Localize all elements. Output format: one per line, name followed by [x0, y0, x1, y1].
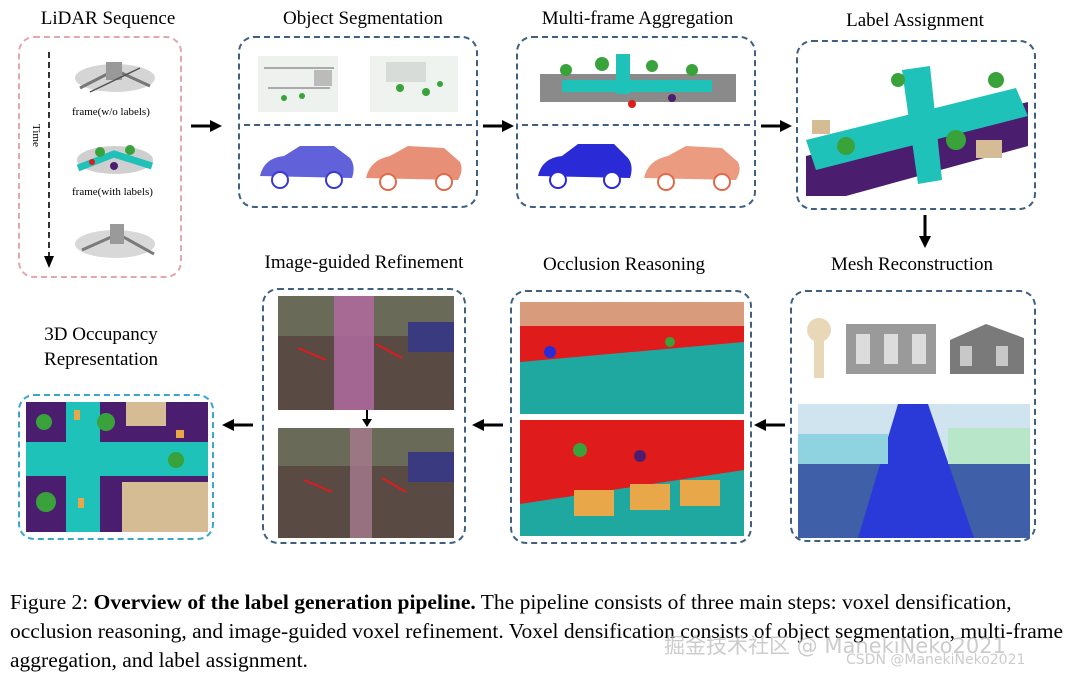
lidar-sequence-panel: Time frame(w/o labels) frame(with labels…	[18, 36, 182, 278]
occlusion-reasoning-panel	[510, 290, 752, 544]
occupancy-scene	[26, 402, 208, 532]
segmentation-car-blue	[260, 146, 354, 189]
occupancy-panel	[18, 394, 214, 540]
occupancy-title-line1: 3D Occupancy	[44, 324, 158, 345]
occlusion-scene-1	[520, 302, 744, 414]
occlusion-reasoning-title: Occlusion Reasoning	[542, 254, 705, 275]
multi-frame-aggregation-title: Multi-frame Aggregation	[541, 8, 734, 29]
aggregation-scene	[540, 54, 736, 108]
watermark-csdn: CSDN @ManekiNeko2021	[846, 652, 1026, 668]
image-guided-refinement-panel	[262, 288, 466, 544]
refinement-image-after	[278, 428, 454, 538]
multi-frame-aggregation-panel	[516, 36, 756, 208]
time-label: Time	[30, 124, 42, 147]
arrow-right-icon	[761, 120, 792, 132]
arrow-left-icon	[222, 419, 253, 431]
label-assignment-title: Label Assignment	[846, 10, 984, 31]
figure-caption: Figure 2: Overview of the label generati…	[10, 588, 1066, 675]
arrow-left-icon	[754, 419, 785, 431]
lidar-sequence-title: LiDAR Sequence	[40, 8, 176, 29]
mesh-reconstruction-title: Mesh Reconstruction	[830, 254, 993, 275]
lidar-frame-1	[75, 62, 155, 93]
occupancy-title-line2: Representation	[44, 349, 158, 370]
mesh-building-model-2	[950, 324, 1024, 374]
segmentation-car-red	[366, 146, 462, 191]
aggregation-car-blue	[538, 144, 632, 189]
mesh-reconstruction-panel	[790, 290, 1036, 542]
label-assignment-panel	[796, 40, 1036, 210]
object-segmentation-title: Object Segmentation	[283, 8, 443, 29]
arrow-right-icon	[483, 120, 514, 132]
frame-no-labels-caption: frame(w/o labels)	[72, 106, 150, 118]
arrow-down-icon	[919, 215, 931, 248]
aggregation-car-red	[644, 146, 740, 191]
occlusion-scene-2	[520, 420, 744, 536]
watermark-juejin: 掘金技术社区 @ ManekiNeko2021	[664, 634, 1006, 658]
lidar-frame-2	[76, 145, 154, 174]
caption-body: The pipeline consists of three main step…	[10, 590, 1064, 672]
caption-prefix: Figure 2:	[10, 590, 94, 614]
caption-title: Overview of the label generation pipelin…	[93, 590, 476, 614]
refinement-image-before	[278, 296, 454, 410]
mesh-tree-model	[807, 318, 831, 378]
time-arrow	[44, 52, 54, 268]
segmentation-scene-1	[258, 56, 338, 112]
lidar-frame-3	[75, 224, 155, 258]
segmentation-scene-2	[370, 56, 458, 112]
image-guided-refinement-title: Image-guided Refinement	[264, 252, 464, 273]
arrow-right-icon	[191, 120, 222, 132]
arrow-down-icon	[362, 410, 372, 427]
object-segmentation-panel	[238, 36, 478, 208]
arrow-left-icon	[472, 419, 503, 431]
label-assignment-scene	[806, 66, 1028, 196]
frame-with-labels-caption: frame(with labels)	[72, 186, 153, 198]
mesh-building-model-1	[846, 324, 936, 374]
mesh-street-scene	[798, 404, 1030, 538]
